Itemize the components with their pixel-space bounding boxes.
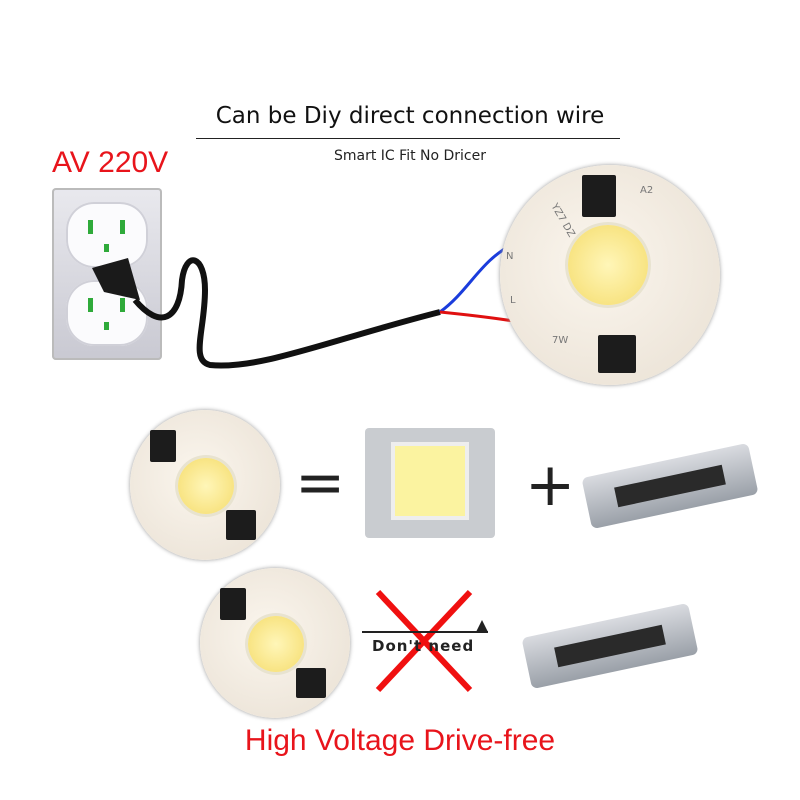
power-cord — [132, 257, 441, 369]
board-n: N — [506, 251, 514, 262]
cob-led — [568, 225, 648, 305]
dont-need-label: Don't need — [372, 637, 475, 655]
plus-sign: + — [525, 450, 576, 520]
led-board-small — [200, 568, 350, 718]
ic-chip — [582, 175, 616, 217]
ic-chip — [598, 335, 636, 373]
wall-outlet — [52, 188, 162, 360]
cob-led-module — [365, 428, 495, 538]
board-l: L — [510, 295, 516, 306]
equals-sign: = — [295, 448, 346, 518]
board-power: 7W — [552, 335, 569, 346]
headline: Can be Diy direct connection wire — [215, 103, 605, 129]
led-board-large: A2 YZ7 DZ N L 7W — [500, 165, 720, 385]
footer-slogan: High Voltage Drive-free — [244, 724, 556, 757]
board-brand: YZ7 DZ — [548, 201, 577, 240]
socket-top — [66, 202, 148, 268]
subheadline: Smart IC Fit No Dricer — [334, 148, 486, 164]
led-board-small — [130, 410, 280, 560]
voltage-label: AV 220V — [52, 146, 169, 179]
divider — [196, 138, 620, 139]
board-model: A2 — [640, 185, 654, 196]
plug-icon — [92, 258, 140, 300]
